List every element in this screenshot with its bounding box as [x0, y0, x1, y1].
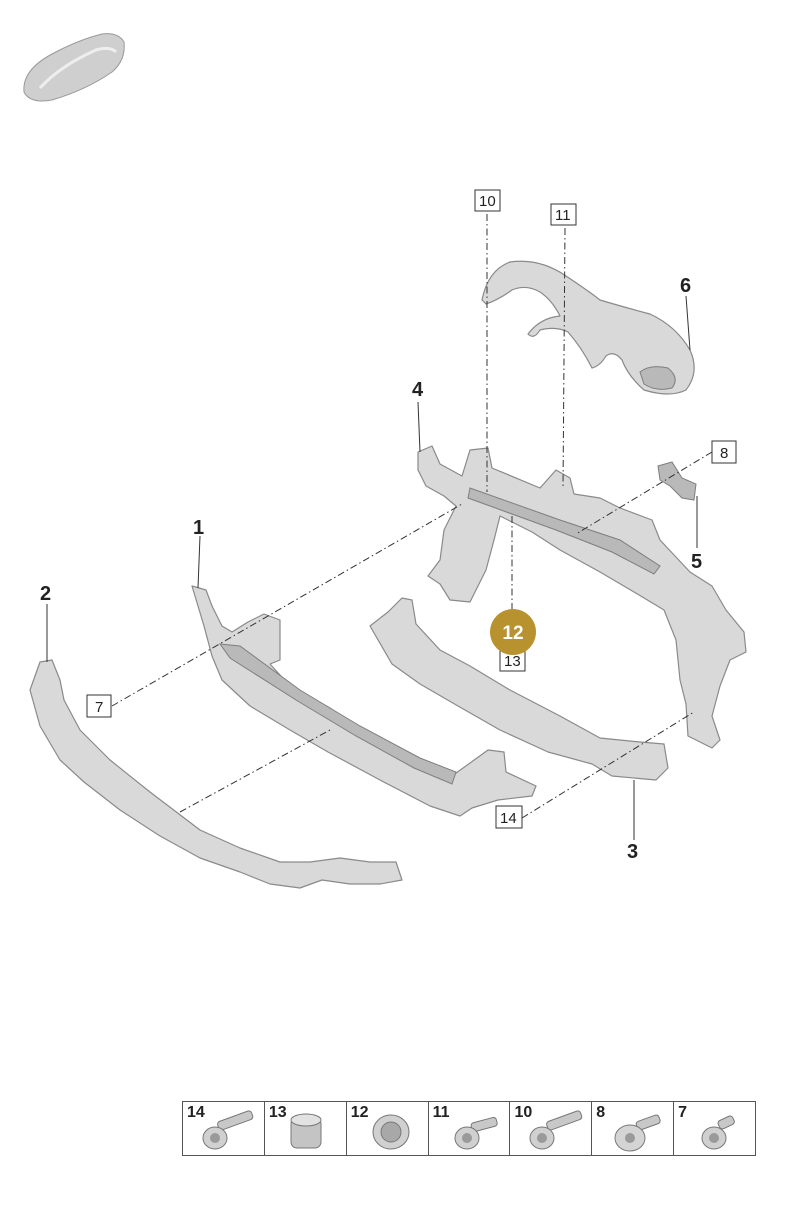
boxed-ref-14: 14	[495, 805, 523, 829]
fastener-legend: 14 13 12 11 10	[182, 1101, 756, 1156]
legend-cell-13[interactable]: 13	[265, 1102, 347, 1155]
highlighted-callout-12[interactable]: 12	[490, 609, 536, 655]
grommet-icon	[372, 1114, 410, 1150]
short-screw-icon	[701, 1115, 736, 1150]
boxed-ref-11-label: 11	[555, 207, 571, 224]
sleeve-icon	[290, 1113, 322, 1149]
part-4-rib	[467, 487, 661, 575]
legend-cell-7[interactable]: 7	[674, 1102, 755, 1155]
legend-number: 14	[187, 1104, 205, 1121]
legend-number: 10	[514, 1104, 533, 1121]
legend-number: 13	[268, 1104, 287, 1121]
boxed-ref-10: 10	[474, 189, 501, 212]
boxed-ref-8: 8	[711, 440, 737, 464]
legend-cell-12[interactable]: 12	[347, 1102, 429, 1155]
part-1-channel	[218, 643, 457, 785]
legend-number: 11	[432, 1104, 450, 1121]
callout-6: 6	[680, 275, 691, 297]
legend-cell-14[interactable]: 14	[183, 1102, 265, 1155]
boxed-ref-10-label: 10	[479, 193, 496, 210]
part-5-bracket	[657, 461, 697, 501]
boxed-ref-14-label: 14	[500, 810, 517, 827]
leader-lines	[46, 295, 698, 840]
callout-5: 5	[691, 551, 702, 573]
bolt-icon	[454, 1116, 498, 1150]
boxed-ref-7: 7	[86, 694, 112, 718]
boxed-ref-11: 11	[550, 203, 577, 226]
assembly-lines	[111, 214, 713, 819]
legend-number: 12	[350, 1104, 369, 1121]
part-6-upper-cover	[481, 260, 695, 395]
callout-3: 3	[627, 841, 638, 863]
part-1-bumper-beam	[191, 585, 537, 817]
callout-4: 4	[412, 379, 424, 401]
boxed-ref-13: 13	[499, 649, 526, 672]
callout-2: 2	[40, 583, 51, 605]
part-6-cutout	[639, 366, 676, 390]
part-2-deflector	[29, 659, 403, 889]
legend-cell-10[interactable]: 10	[510, 1102, 593, 1155]
legend-number: 8	[596, 1104, 606, 1121]
part-3-cross-member	[369, 597, 669, 781]
legend-cell-11[interactable]: 11	[429, 1102, 511, 1155]
boxed-ref-7-label: 7	[95, 699, 103, 716]
boxed-ref-8-label: 8	[720, 445, 728, 462]
car-thumbnail-icon	[23, 33, 125, 102]
bolt-icon	[529, 1110, 583, 1150]
bolt-icon	[202, 1110, 254, 1150]
legend-cell-8[interactable]: 8	[592, 1102, 675, 1155]
part-4-carrier	[417, 445, 747, 749]
flange-screw-icon	[614, 1114, 661, 1152]
legend-number: 7	[678, 1104, 688, 1121]
highlighted-callout-12-label: 12	[502, 623, 523, 644]
callout-1: 1	[193, 517, 204, 539]
boxed-ref-13-label: 13	[504, 653, 521, 670]
